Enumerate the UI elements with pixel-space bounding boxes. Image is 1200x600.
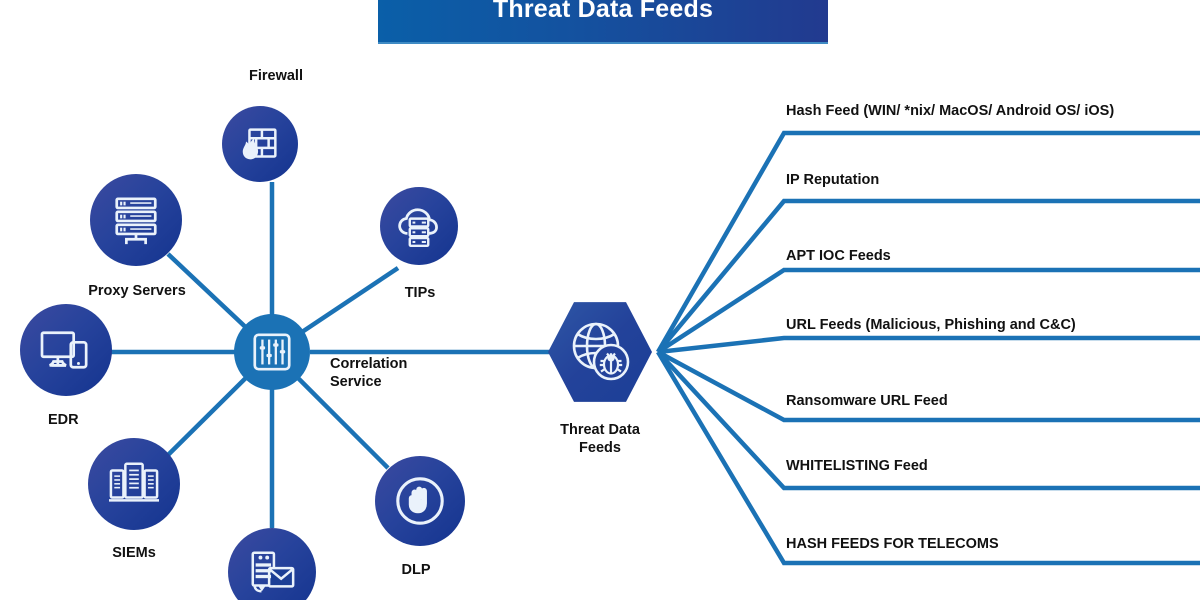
node-correlation-service[interactable] (234, 314, 310, 390)
node-siems[interactable] (88, 438, 180, 530)
node-label-edr: EDR (48, 412, 79, 428)
correlation-label-line1: Correlation (330, 356, 408, 372)
equalizer-sliders-icon (250, 330, 294, 374)
cloud-server-icon (395, 204, 443, 248)
feed-line-hash-feeds-telecoms (656, 350, 1200, 566)
node-label-tips: TIPs (404, 285, 436, 301)
feed-line-apt-ioc-feeds (656, 267, 1200, 354)
title-banner: Threat Data Feeds (378, 0, 828, 44)
node-edr[interactable] (20, 304, 112, 396)
feed-label-hash-feeds-telecoms: HASH FEEDS FOR TELECOMS (786, 536, 999, 552)
correlation-label-line2: Service (330, 373, 382, 390)
node-threat-data-feeds[interactable] (548, 300, 652, 404)
node-proxy-servers[interactable] (90, 174, 182, 266)
server-towers-icon (107, 459, 161, 509)
page-title: Threat Data Feeds (492, 0, 714, 23)
node-label-threat-data-feeds: Threat Data Feeds (560, 422, 640, 457)
feed-line-ransomware-url-feed (656, 350, 1200, 423)
feed-line-url-feeds (657, 335, 1200, 355)
mail-server-envelope-icon (246, 547, 298, 597)
node-firewall[interactable] (222, 106, 298, 182)
desktop-mobile-icon (38, 326, 94, 374)
server-rack-icon (109, 194, 163, 246)
node-label-dlp: DLP (401, 562, 431, 578)
feed-line-ip-reputation (656, 198, 1200, 354)
feed-label-apt-ioc-feeds: APT IOC Feeds (786, 248, 891, 264)
threat-hub-label-line1: Threat Data (560, 422, 640, 438)
node-mail-gateway[interactable] (228, 528, 316, 600)
feed-line-hash-feed (656, 130, 1200, 354)
node-label-proxy-servers: Proxy Servers (88, 283, 186, 299)
feed-line-whitelisting-feed (656, 350, 1200, 491)
stop-hand-icon (392, 473, 448, 529)
node-label-siems: SIEMs (112, 545, 156, 561)
firewall-brick-flame-icon (237, 121, 283, 167)
node-label-correlation-service: Correlation Service (330, 356, 407, 391)
feed-label-ransomware-url-feed: Ransomware URL Feed (786, 393, 948, 409)
feed-label-url-feeds: URL Feeds (Malicious, Phishing and C&C) (786, 317, 1076, 333)
node-dlp[interactable] (375, 456, 465, 546)
globe-bug-icon (566, 318, 634, 391)
node-tips[interactable] (380, 187, 458, 265)
feed-label-ip-reputation: IP Reputation (786, 172, 880, 188)
feed-label-hash-feed: Hash Feed (WIN/ *nix/ MacOS/ Android OS/… (786, 103, 1115, 119)
feed-label-whitelisting-feed: WHITELISTING Feed (786, 458, 928, 474)
node-label-firewall: Firewall (249, 68, 303, 84)
threat-hub-label-line2: Feeds (579, 439, 621, 456)
